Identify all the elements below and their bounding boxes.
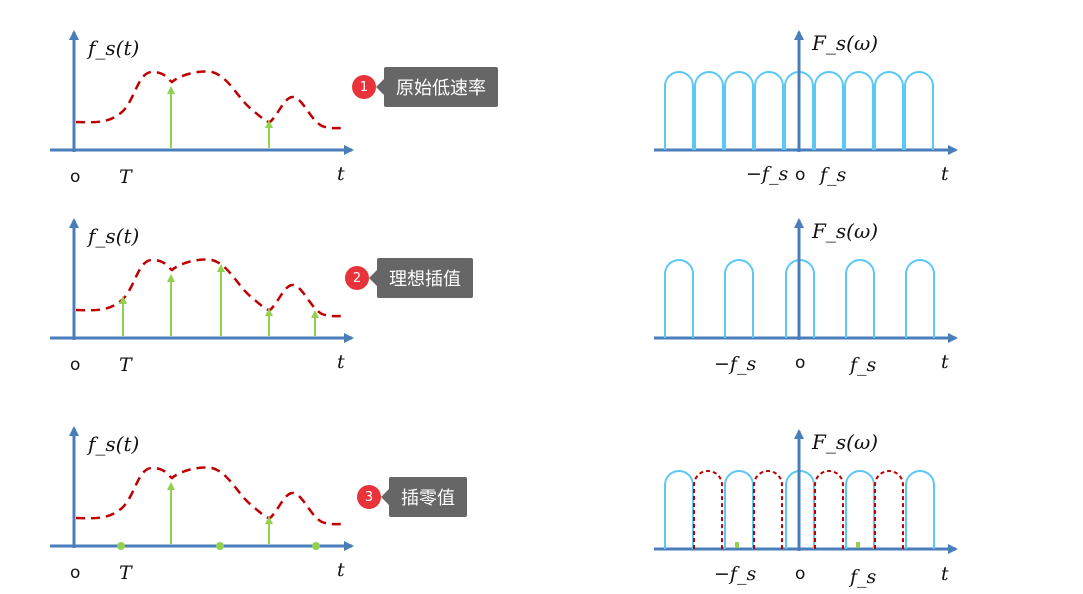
signal-curve xyxy=(75,466,346,526)
step-badge: 2 xyxy=(345,266,369,290)
step-badge: 1 xyxy=(352,75,376,99)
spectral-lobe xyxy=(814,71,844,150)
zero-sample-dot xyxy=(117,542,125,550)
origin-label: o xyxy=(795,165,805,185)
origin-label: o xyxy=(70,355,80,375)
spectral-lobe xyxy=(664,259,694,338)
origin-label: o xyxy=(70,563,80,583)
period-label: T xyxy=(119,562,133,584)
origin-label: o xyxy=(795,353,805,373)
spectral-lobe xyxy=(724,470,754,549)
spectral-lobe xyxy=(845,259,875,338)
y-axis-label: f_s(t) xyxy=(86,224,139,248)
spectral-lobe xyxy=(664,470,694,549)
neg-fs-label: −f_s xyxy=(714,353,756,375)
y-axis-label: F_s(ω) xyxy=(811,430,878,454)
x-axis-label: t xyxy=(941,563,949,585)
zero-sample-dot xyxy=(312,542,320,550)
y-axis-label: f_s(t) xyxy=(86,36,139,60)
spectral-lobe xyxy=(754,71,784,150)
callout-3: 3 插零值 xyxy=(357,477,467,517)
x-axis-label: t xyxy=(337,559,345,581)
callout-1: 1 原始低速率 xyxy=(352,67,498,107)
neg-fs-label: −f_s xyxy=(746,163,788,185)
image-spectrum-lobes xyxy=(693,470,904,549)
spectral-lobe xyxy=(905,259,935,338)
x-axis-label: t xyxy=(941,351,949,373)
spectral-lobe xyxy=(724,259,754,338)
tick-mark xyxy=(856,542,860,548)
callout-2: 2 理想插值 xyxy=(345,258,473,298)
time-panel-1: f_s(t) o T t xyxy=(50,30,354,188)
x-axis-label: t xyxy=(337,163,345,185)
spectrum-lobes xyxy=(664,71,934,150)
time-panel-2: f_s(t) o T t xyxy=(50,218,354,376)
y-axis-label: F_s(ω) xyxy=(811,219,878,243)
spectral-lobe xyxy=(844,71,874,150)
signal-curve xyxy=(75,70,346,130)
callout-label: 理想插值 xyxy=(369,258,473,298)
step-badge: 3 xyxy=(357,485,381,509)
pos-fs-label: f_s xyxy=(848,566,877,588)
x-axis-label: t xyxy=(941,163,949,185)
spectrum-panel-1: F_s(ω) −f_s o f_s t xyxy=(654,30,958,186)
zero-sample-dot xyxy=(216,542,224,550)
spectral-lobe xyxy=(694,71,724,150)
pos-fs-label: f_s xyxy=(818,164,847,186)
y-axis-label: f_s(t) xyxy=(86,432,139,456)
x-axis-label: t xyxy=(337,351,345,373)
period-label: T xyxy=(119,354,133,376)
spectral-lobe xyxy=(904,71,934,150)
callout-label: 原始低速率 xyxy=(376,67,498,107)
spectral-lobe xyxy=(845,470,875,549)
pos-fs-label: f_s xyxy=(848,354,877,376)
image-spectral-lobe xyxy=(693,470,723,549)
spectral-lobe xyxy=(905,470,935,549)
image-spectral-lobe xyxy=(874,470,904,549)
spectrum-panel-3: F_s(ω) −f_s o f_s t xyxy=(654,429,958,588)
origin-label: o xyxy=(70,167,80,187)
origin-label: o xyxy=(795,564,805,584)
image-spectral-lobe xyxy=(753,470,783,549)
spectral-lobe xyxy=(724,71,754,150)
y-axis-label: F_s(ω) xyxy=(811,31,878,55)
time-panel-3: f_s(t) o T t xyxy=(50,426,354,584)
image-spectral-lobe xyxy=(814,470,844,549)
spectral-lobe xyxy=(664,71,694,150)
tick-mark xyxy=(735,542,739,548)
spectral-lobe xyxy=(874,71,904,150)
period-label: T xyxy=(119,166,133,188)
signal-curve xyxy=(75,258,346,318)
callout-label: 插零值 xyxy=(381,477,467,517)
neg-fs-label: −f_s xyxy=(714,563,756,585)
spectrum-panel-2: F_s(ω) −f_s o f_s t xyxy=(654,218,958,376)
